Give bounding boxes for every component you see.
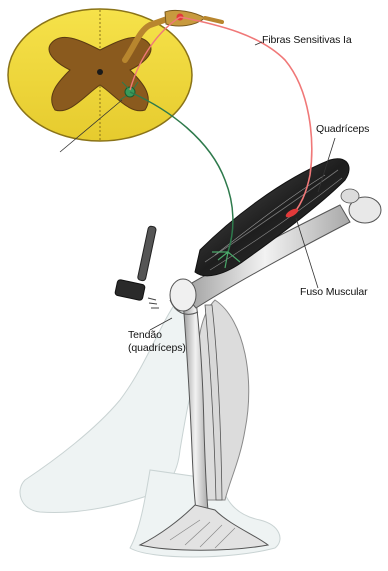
impact-marks-icon xyxy=(148,298,159,308)
label-tendao: Tendão (quadríceps) xyxy=(128,329,186,355)
label-fibras-sensitivas: Fibras Sensitivas Ia xyxy=(262,34,352,47)
label-fuso-muscular: Fuso Muscular xyxy=(300,286,368,299)
leader-fibras xyxy=(255,42,262,45)
label-quadriceps: Quadríceps xyxy=(316,123,369,136)
central-canal xyxy=(97,69,103,75)
label-tendao-line1: Tendão xyxy=(128,329,186,342)
label-tendao-line2: (quadríceps) xyxy=(128,342,186,355)
reflex-hammer-icon xyxy=(115,226,157,301)
